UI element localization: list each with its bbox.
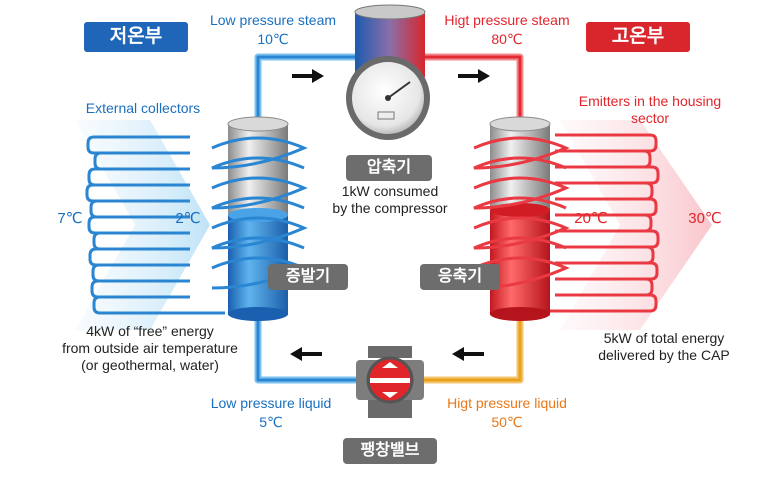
- collector-temp-out: 2℃: [175, 210, 201, 227]
- compressor-note-line1: 1kW consumed: [341, 183, 439, 199]
- high-pressure-steam-temp: 80℃: [491, 31, 523, 47]
- energy-in-line2: from outside air temperature: [62, 340, 238, 356]
- refrigerant-loop: [254, 53, 524, 384]
- compressor: [346, 4, 430, 140]
- collector-coil: [85, 135, 225, 315]
- high-pressure-liquid-temp: 50℃: [491, 414, 523, 430]
- cold-flow-arrow: [75, 120, 210, 330]
- direction-arrows: [290, 69, 490, 361]
- high-pressure-steam-label: Higt pressure steam: [444, 12, 570, 28]
- external-collectors-label: External collectors: [85, 100, 201, 116]
- cold-side-badge: 저온부: [84, 22, 188, 52]
- energy-in-line3: (or geothermal, water): [81, 357, 219, 373]
- expansion-valve: [356, 346, 424, 418]
- condenser-label: 응축기: [420, 264, 500, 290]
- emitters-label-line1: Emitters in the housing: [578, 93, 722, 109]
- energy-in-line1: 4kW of “free” energy: [86, 323, 214, 339]
- compressor-note-line2: by the compressor: [332, 200, 448, 216]
- high-pressure-liquid-label: Higt pressure liquid: [447, 395, 567, 411]
- emitter-temp-in: 20℃: [574, 210, 608, 227]
- collector-temp-in: 7℃: [57, 210, 83, 227]
- emitter-coil: [520, 133, 660, 313]
- compressor-label: 압축기: [346, 155, 432, 181]
- low-pressure-steam-temp: 10℃: [257, 31, 289, 47]
- condenser-coil: [473, 136, 570, 290]
- low-pressure-liquid-temp: 5℃: [259, 414, 283, 430]
- hot-side-badge: 고온부: [586, 22, 690, 52]
- emitter-temp-out: 30℃: [688, 210, 722, 227]
- emitters-label-line2: sector: [630, 110, 670, 126]
- energy-out-line1: 5kW of total energy: [603, 330, 725, 346]
- low-pressure-liquid-label: Low pressure liquid: [210, 395, 332, 411]
- expansion-valve-label: 팽창밸브: [343, 438, 437, 464]
- evaporator-label: 증발기: [268, 264, 348, 290]
- energy-out-line2: delivered by the CAP: [598, 347, 730, 363]
- low-pressure-steam-label: Low pressure steam: [209, 12, 337, 28]
